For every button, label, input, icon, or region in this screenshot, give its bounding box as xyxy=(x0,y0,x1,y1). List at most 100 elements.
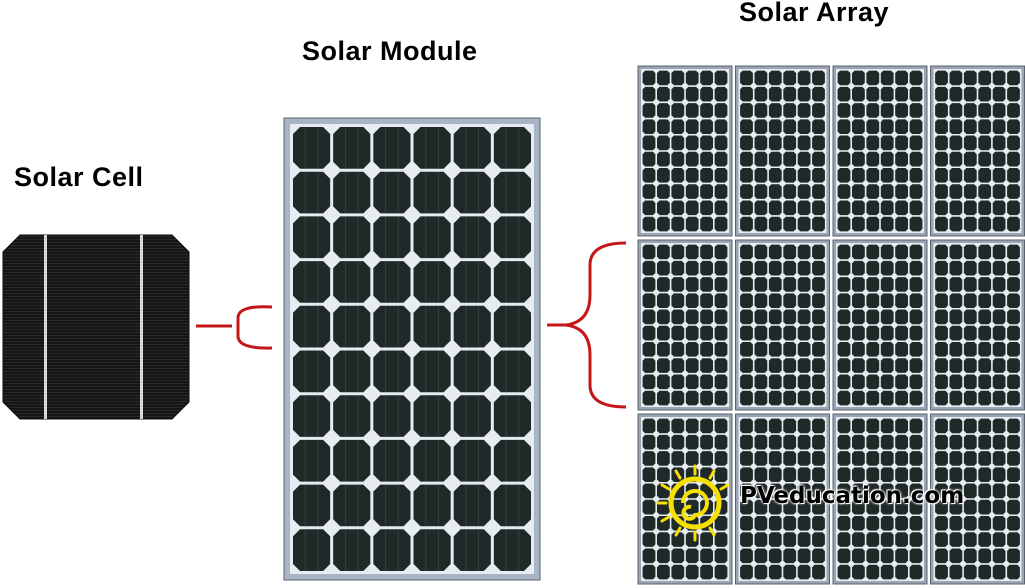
module-cell xyxy=(642,293,656,308)
module-cell xyxy=(740,244,753,260)
module-cell xyxy=(783,216,797,232)
module-cell xyxy=(852,309,865,325)
module-cell xyxy=(293,484,331,527)
module-cell xyxy=(992,451,1006,466)
module-cell xyxy=(852,499,865,515)
module-cell xyxy=(783,168,797,183)
module-cell xyxy=(935,70,948,86)
module-cell xyxy=(895,244,908,260)
module-cell xyxy=(935,325,948,341)
module-cell xyxy=(880,483,894,499)
module-cell xyxy=(783,309,797,325)
module-cell xyxy=(714,244,728,260)
module-cell xyxy=(685,374,699,390)
module-cell xyxy=(642,451,656,466)
module-cell xyxy=(1007,325,1020,341)
module-cell xyxy=(754,358,768,373)
module-cell xyxy=(373,529,411,571)
module-cell xyxy=(935,548,948,564)
module-cell xyxy=(768,548,782,564)
module-cell xyxy=(740,184,753,199)
module-cell xyxy=(935,434,948,450)
module-cell xyxy=(949,70,963,86)
module-cell xyxy=(852,548,865,564)
module-cell xyxy=(714,293,728,308)
module-cell xyxy=(963,516,977,531)
module-cell xyxy=(768,151,782,167)
module-cell xyxy=(797,216,811,232)
module-cell xyxy=(293,305,331,348)
module-cell xyxy=(783,184,797,199)
module-cell xyxy=(740,342,753,357)
module-cell xyxy=(768,119,782,134)
module-cell xyxy=(949,434,963,450)
module-cell xyxy=(812,216,825,232)
module-cell xyxy=(754,119,768,134)
module-cell xyxy=(909,309,923,325)
module-cell xyxy=(754,244,768,260)
module-cell xyxy=(657,200,670,216)
module-cell xyxy=(754,200,768,216)
module-cell xyxy=(895,434,908,450)
module-cell xyxy=(992,358,1006,373)
module-cell xyxy=(700,358,713,373)
module-cell xyxy=(657,168,670,183)
module-cell xyxy=(880,293,894,308)
module-cell xyxy=(740,260,753,276)
module-cell xyxy=(949,260,963,276)
module-cell xyxy=(880,260,894,276)
module-cell xyxy=(453,439,491,482)
module-cell xyxy=(740,200,753,216)
module-cell xyxy=(949,532,963,547)
module-cell xyxy=(642,309,656,325)
solar-module-label: Solar Module xyxy=(302,36,478,66)
module-cell xyxy=(740,374,753,390)
module-cell xyxy=(783,342,797,357)
module-cell xyxy=(797,244,811,260)
module-cell xyxy=(978,564,992,580)
module-cell xyxy=(783,418,797,434)
module-cell xyxy=(657,70,670,86)
module-cell xyxy=(768,168,782,183)
solar-cell-wafer xyxy=(2,234,190,420)
module-cell xyxy=(895,293,908,308)
module-cell xyxy=(740,434,753,450)
module-cell xyxy=(895,483,908,499)
module-cell xyxy=(797,434,811,450)
module-cell xyxy=(783,119,797,134)
module-cell xyxy=(866,277,880,292)
module-cell xyxy=(685,216,699,232)
module-cell xyxy=(714,548,728,564)
module-cell xyxy=(963,103,977,118)
module-cell xyxy=(714,564,728,580)
module-cell xyxy=(493,127,531,169)
module-cell xyxy=(895,168,908,183)
module-cell xyxy=(852,358,865,373)
module-cell xyxy=(671,119,685,134)
module-cell xyxy=(812,277,825,292)
module-cell xyxy=(1007,151,1020,167)
module-cell xyxy=(992,325,1006,341)
module-cell xyxy=(768,451,782,466)
module-cell xyxy=(992,548,1006,564)
module-cell xyxy=(866,86,880,102)
module-cell xyxy=(909,548,923,564)
module-cell xyxy=(671,216,685,232)
module-cell xyxy=(963,277,977,292)
module-cell xyxy=(812,532,825,547)
module-cell xyxy=(671,374,685,390)
module-cell xyxy=(866,434,880,450)
array-panel xyxy=(735,65,830,237)
module-cell xyxy=(978,418,992,434)
module-cell xyxy=(685,499,699,515)
sun-spiral-logo-icon xyxy=(656,464,730,542)
module-cell xyxy=(866,200,880,216)
module-cell xyxy=(373,216,411,259)
module-cell xyxy=(700,135,713,151)
module-cell xyxy=(949,325,963,341)
module-cell xyxy=(685,103,699,118)
module-cell xyxy=(866,168,880,183)
module-cell xyxy=(1007,483,1020,499)
module-cell xyxy=(642,200,656,216)
